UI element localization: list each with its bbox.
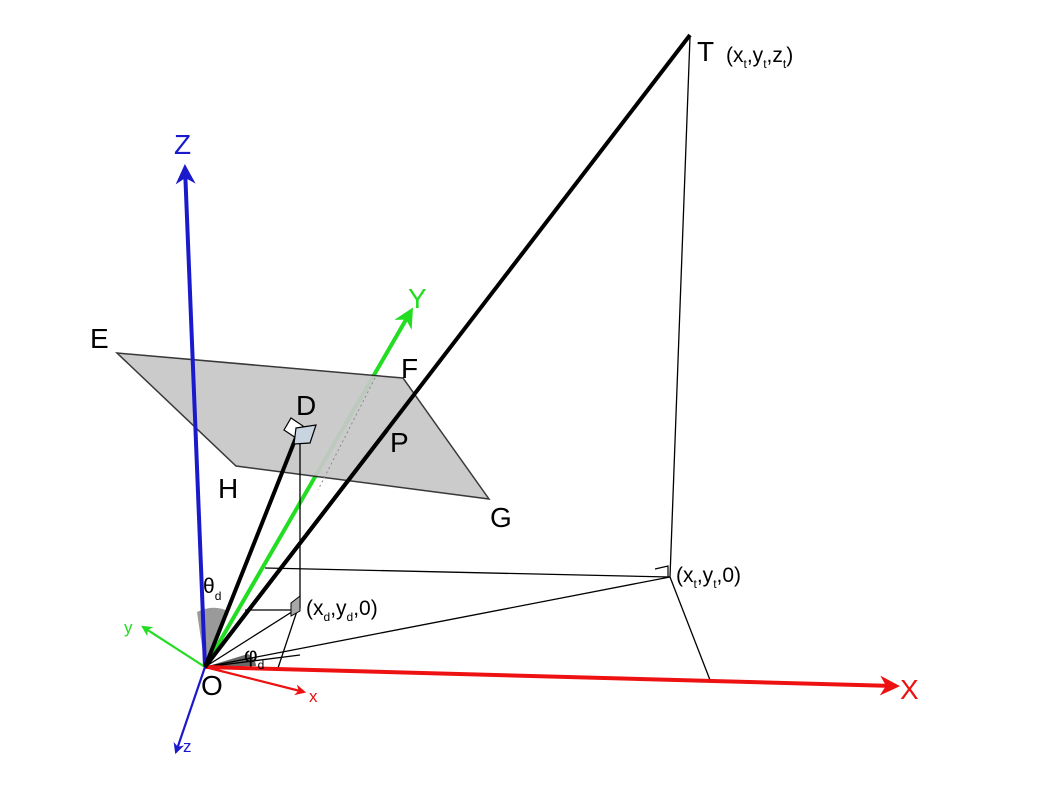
z-axis-small xyxy=(173,666,207,755)
coord-label-xy0-t: (xt,yt,0) xyxy=(676,564,741,591)
label-phi: φd xyxy=(244,644,264,672)
label-x-small: x xyxy=(309,687,318,706)
construction-lines xyxy=(204,36,711,681)
label-o: O xyxy=(201,670,223,701)
label-t: T xyxy=(697,36,714,67)
label-h: H xyxy=(218,473,238,504)
vector-lines xyxy=(203,33,692,669)
label-p: P xyxy=(390,427,409,458)
label-f: F xyxy=(401,353,418,384)
plane-dotted-line xyxy=(317,377,376,491)
label-e: E xyxy=(90,323,109,354)
coord-label-t: (xt,yt,zt) xyxy=(726,44,793,71)
phi-angle-wedge xyxy=(205,654,256,667)
label-z-large: Z xyxy=(174,129,191,160)
y-axis-large xyxy=(203,307,414,669)
label-theta: θd xyxy=(203,575,221,603)
label-g: G xyxy=(490,502,512,533)
x-axis-large xyxy=(204,665,900,696)
right-angle-marker-xyt xyxy=(654,565,669,578)
label-y-small: y xyxy=(124,618,133,637)
line-op xyxy=(203,428,389,669)
line-od xyxy=(203,434,299,668)
y-axis-small xyxy=(141,625,206,668)
z-axis-large xyxy=(175,164,207,668)
label-y-large: Y xyxy=(408,283,427,314)
right-angle-marker-d xyxy=(283,417,317,445)
label-z-small: z xyxy=(183,737,192,756)
label-d: D xyxy=(296,390,316,421)
x-axis-small xyxy=(204,665,307,696)
coord-label-xy0-d: (xd,yd,0) xyxy=(306,597,378,624)
label-x-large: X xyxy=(900,674,919,705)
right-angle-marker-xyd xyxy=(290,594,301,617)
